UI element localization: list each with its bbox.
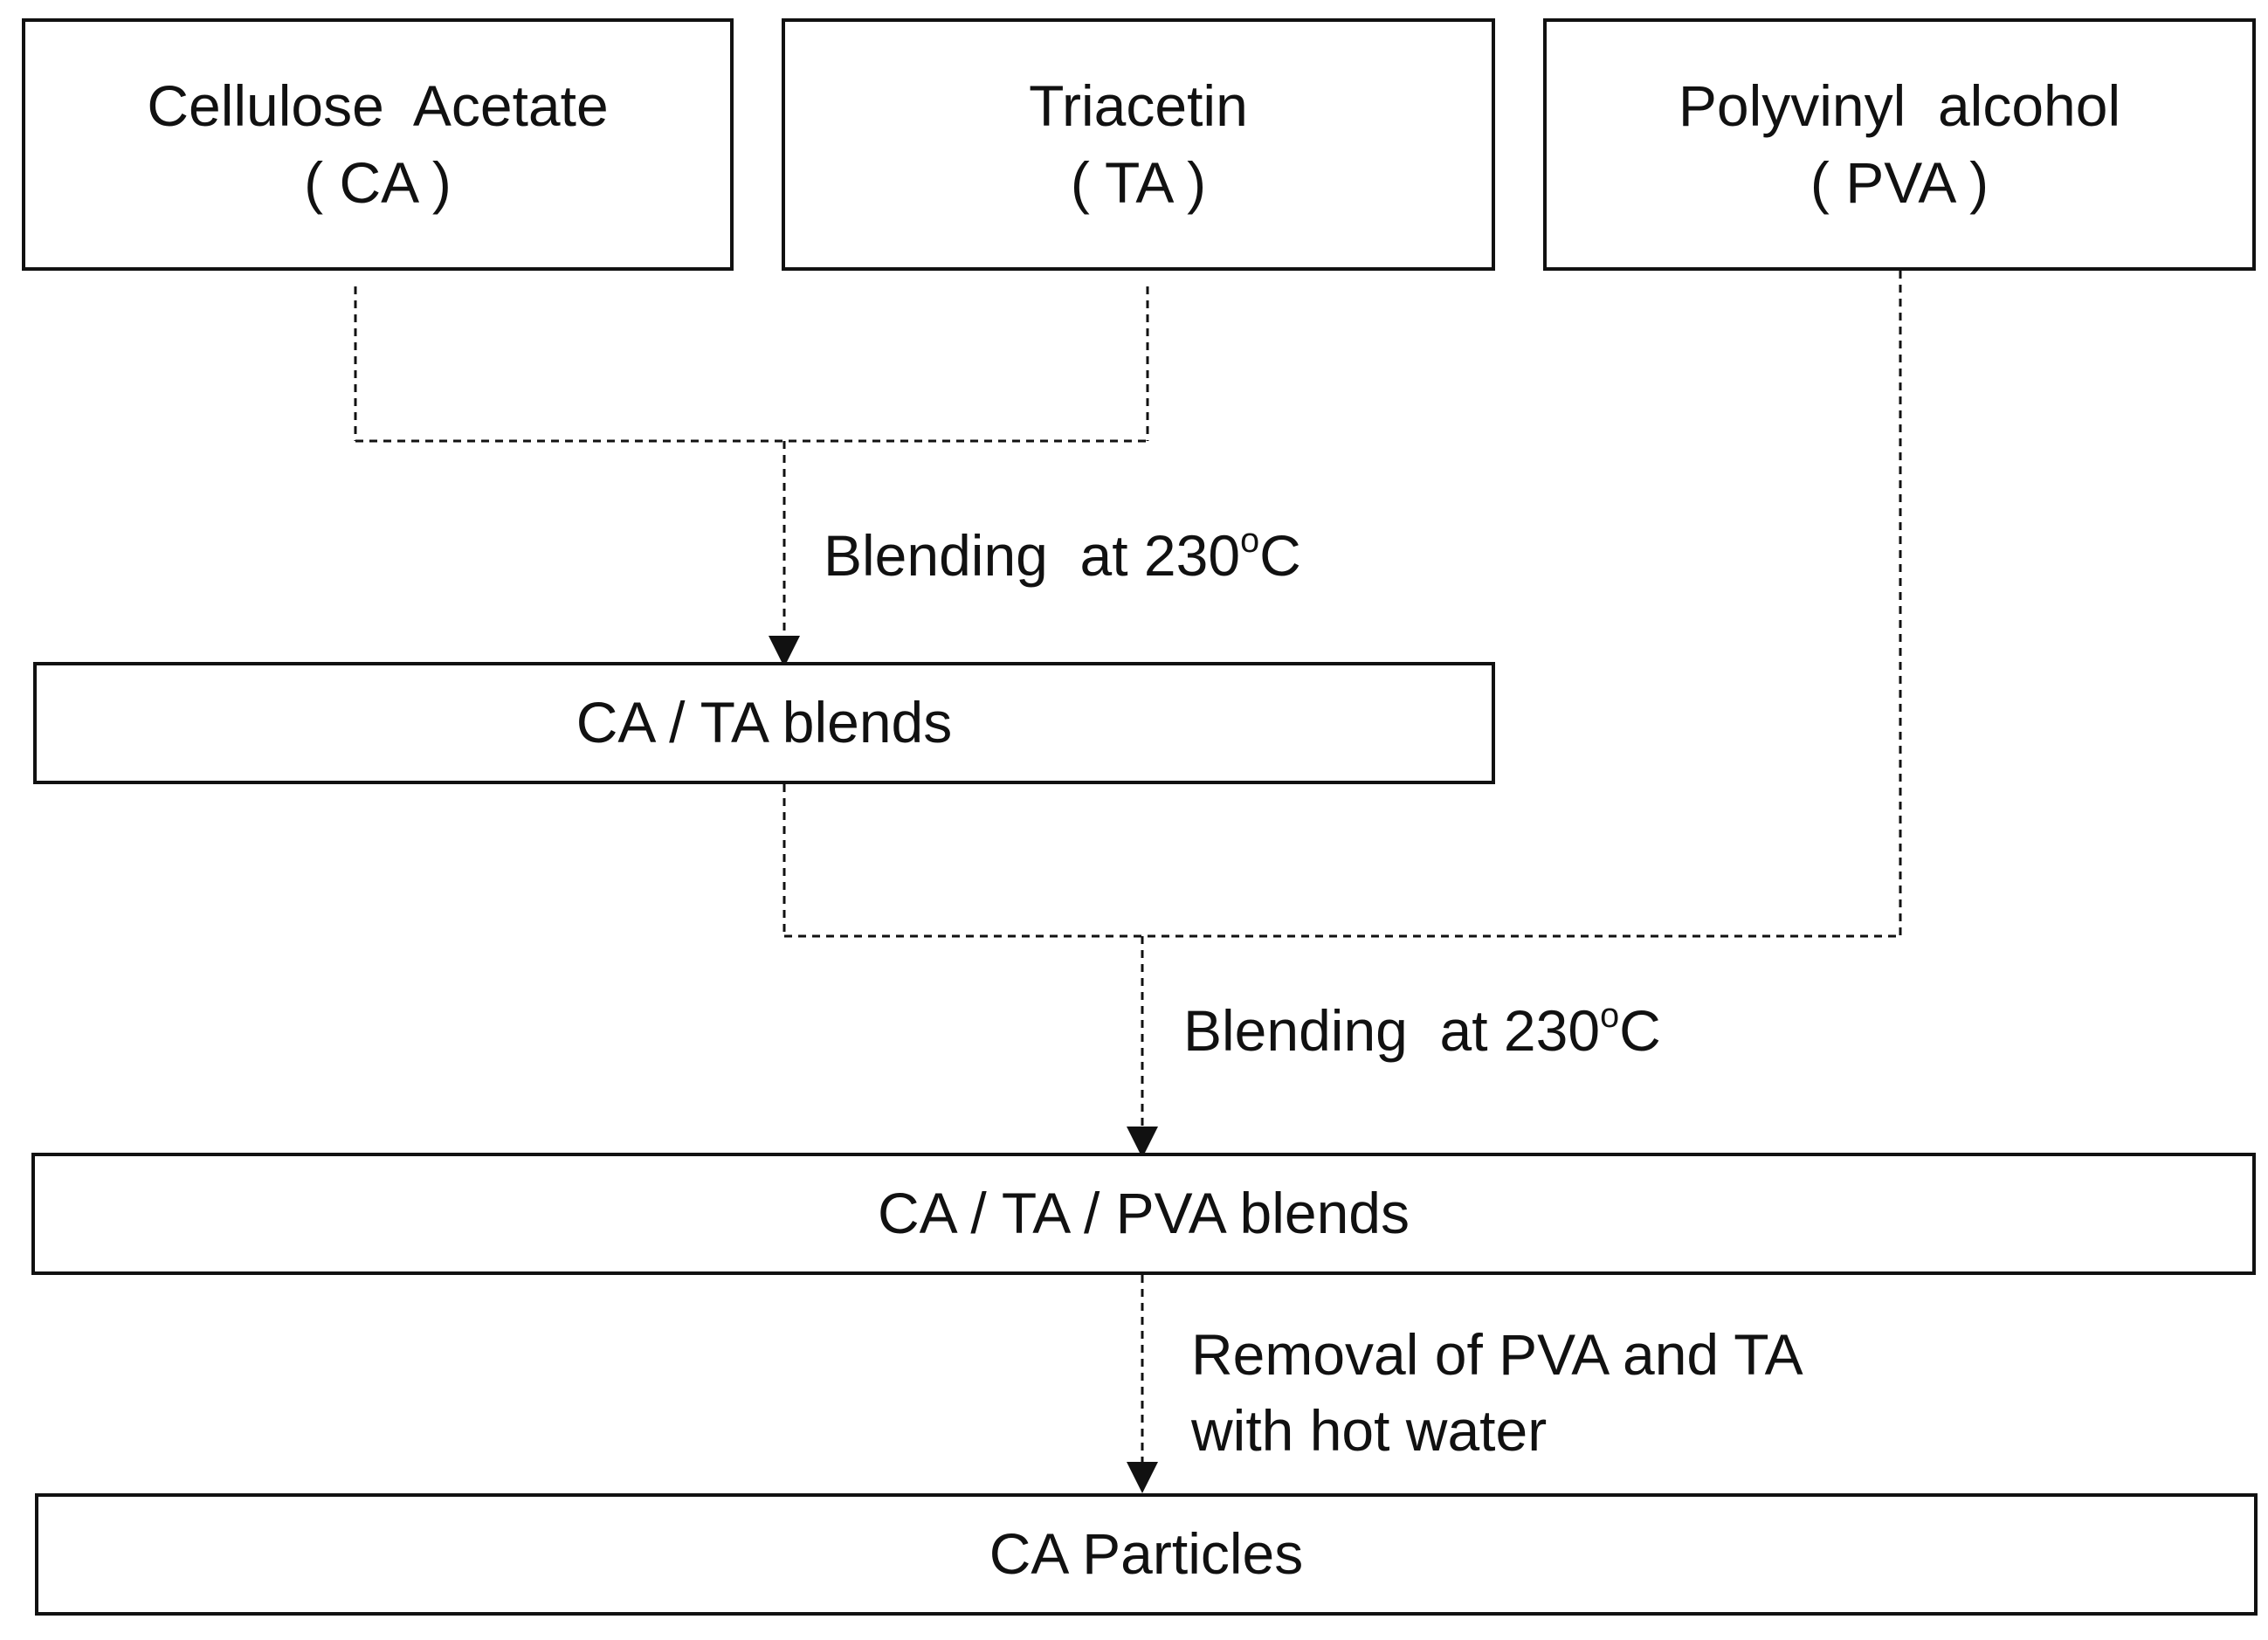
arrowhead-blend2 bbox=[1127, 1127, 1158, 1158]
node-ca-particles-label: CA Particles bbox=[989, 1521, 1304, 1587]
node-polyvinyl-alcohol: Polyvinyl alcohol ( PVA ) bbox=[1543, 18, 2256, 271]
arrowhead-blend1 bbox=[769, 636, 800, 667]
node-ca-ta-blends-label: CA / TA blends bbox=[576, 690, 953, 755]
node-ta-abbrev: ( TA ) bbox=[1070, 149, 1207, 215]
step-removal-line1: Removal of PVA and TA bbox=[1191, 1322, 1803, 1387]
node-pva-abbrev: ( PVA ) bbox=[1810, 149, 1989, 215]
node-triacetin: Triacetin ( TA ) bbox=[782, 18, 1495, 271]
step-blend2-suffix: C bbox=[1619, 998, 1661, 1063]
step-blending-1: Blending at 230oC bbox=[824, 518, 1301, 594]
node-ca-name: Cellulose Acetate bbox=[147, 73, 609, 139]
step-blend2-degree: o bbox=[1600, 996, 1620, 1036]
step-blending-2: Blending at 230oC bbox=[1183, 993, 1661, 1069]
node-ca-ta-pva-blends-label: CA / TA / PVA blends bbox=[877, 1181, 1410, 1246]
node-pva-name: Polyvinyl alcohol bbox=[1678, 73, 2121, 139]
node-ca-ta-pva-blends: CA / TA / PVA blends bbox=[31, 1153, 2256, 1275]
node-ta-name: Triacetin bbox=[1029, 73, 1248, 139]
node-cellulose-acetate: Cellulose Acetate ( CA ) bbox=[22, 18, 734, 271]
arrowhead-removal bbox=[1127, 1462, 1158, 1493]
step-blend2-prefix: Blending at 230 bbox=[1183, 998, 1601, 1063]
node-ca-ta-blends: CA / TA blends bbox=[33, 662, 1495, 784]
node-ca-particles: CA Particles bbox=[35, 1493, 2258, 1616]
step-blend1-degree: o bbox=[1240, 521, 1260, 561]
step-removal: Removal of PVA and TA with hot water bbox=[1191, 1317, 1803, 1469]
step-blend1-suffix: C bbox=[1259, 523, 1301, 588]
node-ca-abbrev: ( CA ) bbox=[304, 149, 452, 215]
step-blend1-prefix: Blending at 230 bbox=[824, 523, 1241, 588]
step-removal-line2: with hot water bbox=[1191, 1398, 1548, 1464]
